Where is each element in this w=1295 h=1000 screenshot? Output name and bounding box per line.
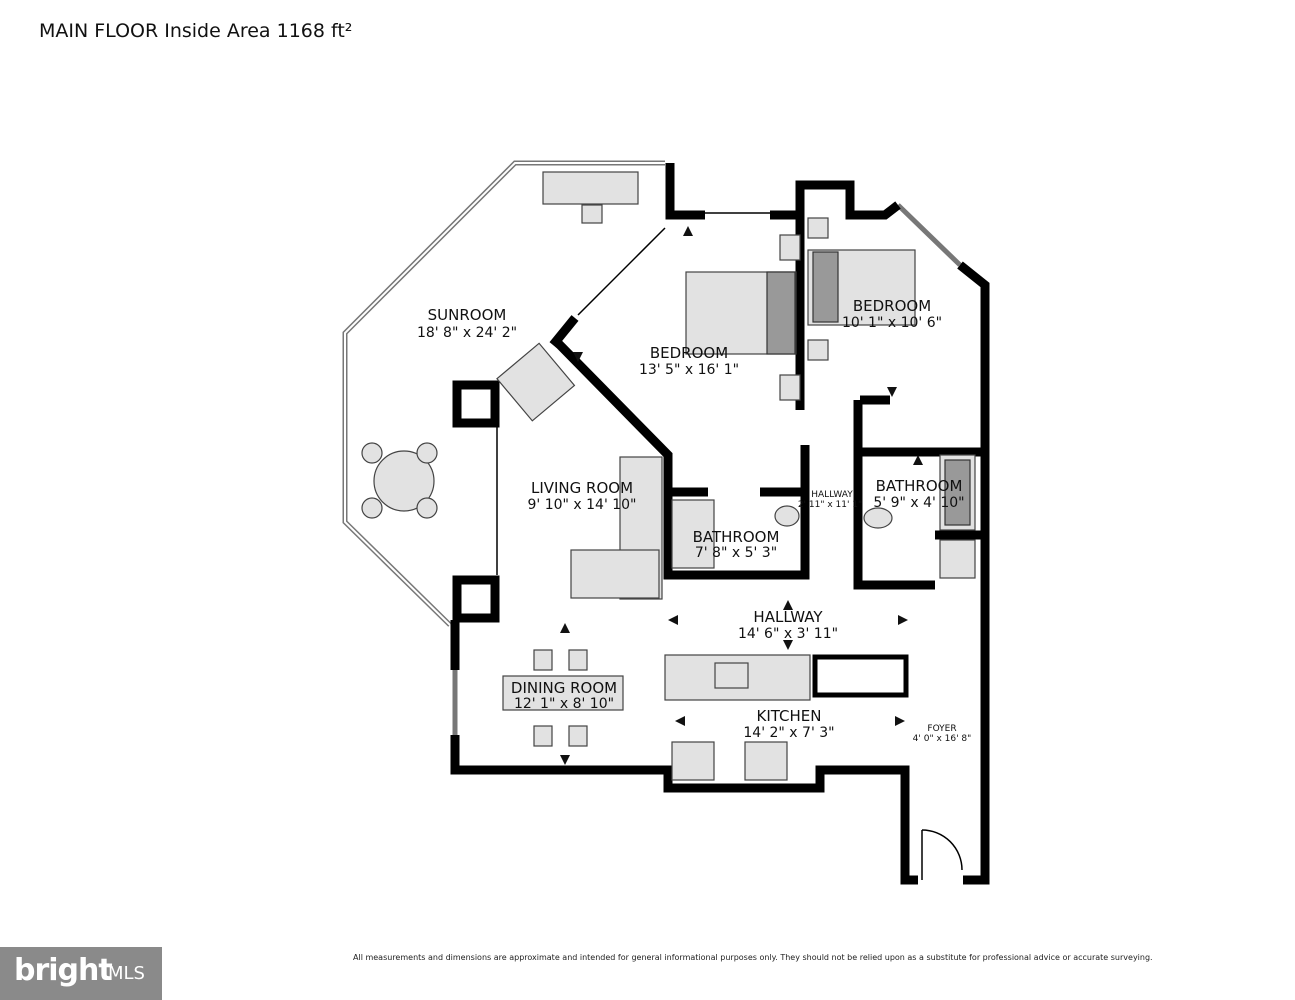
room-labels: SUNROOM 18' 8" x 24' 2" BEDROOM 13' 5" x…	[417, 297, 971, 744]
room-bedroom-1-name: BEDROOM	[650, 344, 728, 362]
room-bathroom-1-name: BATHROOM	[693, 528, 780, 546]
room-kitchen-name: KITCHEN	[757, 707, 822, 725]
sunroom-windows	[342, 160, 962, 735]
room-foyer-dims: 4' 0" x 16' 8"	[913, 734, 972, 744]
room-living-dims: 9' 10" x 14' 10"	[527, 497, 636, 513]
room-bathroom-2-name: BATHROOM	[876, 477, 963, 495]
dimension-arrows	[560, 226, 923, 765]
room-bedroom-1-dims: 13' 5" x 16' 1"	[639, 362, 739, 378]
room-sunroom-name: SUNROOM	[428, 306, 507, 324]
room-dining-name: DINING ROOM	[511, 679, 617, 697]
logo-brand: bright	[14, 953, 113, 988]
page-title: MAIN FLOOR Inside Area 1168 ft²	[39, 20, 353, 42]
logo-suffix: MLS	[108, 963, 145, 984]
room-bedroom-2-dims: 10' 1" x 10' 6"	[842, 315, 942, 331]
room-bathroom-1-dims: 7' 8" x 5' 3"	[695, 545, 777, 561]
furniture	[361, 171, 976, 781]
room-hallway-1-name: HALLWAY	[811, 490, 853, 500]
room-bathroom-2-dims: 5' 9" x 4' 10"	[873, 495, 964, 511]
room-hallway-1-dims: 2' 11" x 11' 1"	[798, 500, 862, 510]
room-bedroom-2-name: BEDROOM	[853, 297, 931, 315]
room-living-name: LIVING ROOM	[531, 479, 633, 497]
disclaimer: All measurements and dimensions are appr…	[353, 953, 1153, 962]
room-hallway-2-name: HALLWAY	[753, 608, 823, 626]
room-dining-dims: 12' 1" x 8' 10"	[514, 696, 614, 712]
room-hallway-2-dims: 14' 6" x 3' 11"	[738, 626, 838, 642]
entry-door-icon	[921, 829, 963, 880]
bright-mls-logo: bright MLS	[0, 947, 162, 1000]
room-kitchen-dims: 14' 2" x 7' 3"	[743, 725, 834, 741]
room-sunroom-dims: 18' 8" x 24' 2"	[417, 325, 517, 341]
room-foyer-name: FOYER	[927, 724, 956, 734]
